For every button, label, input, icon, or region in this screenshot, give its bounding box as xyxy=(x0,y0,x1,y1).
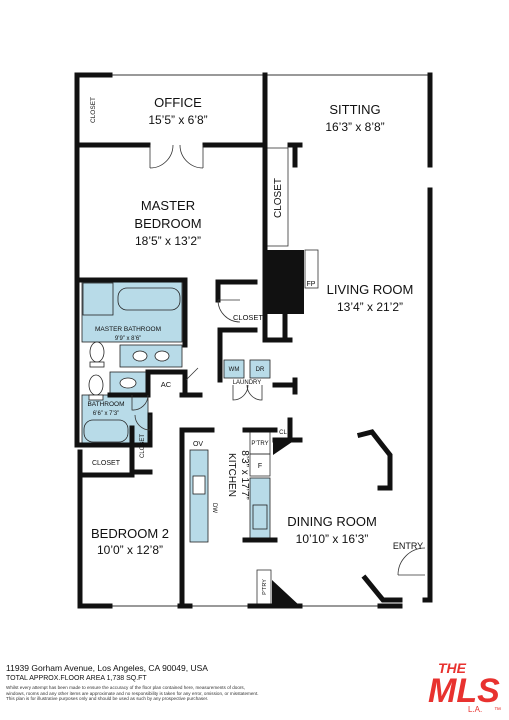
pantry-corner xyxy=(272,580,300,606)
pantry2-label: P’TRY xyxy=(262,579,268,595)
windows xyxy=(110,74,430,607)
disclaimer-line-3: This plan is for illustrative purposes o… xyxy=(6,696,209,702)
master-bedroom-name-2: BEDROOM xyxy=(134,216,201,231)
the-mls-logo: THE MLS L.A. ™ xyxy=(428,660,501,714)
kitchen-dims: 8’3” x 17’7” xyxy=(239,450,250,499)
entry-label: ENTRY xyxy=(393,541,423,551)
bedroom2-dims: 10’0” x 12’8” xyxy=(97,543,163,557)
bath-tub xyxy=(83,419,129,443)
entry-door xyxy=(397,547,426,576)
ac-label: AC xyxy=(161,380,172,389)
logo-mls: MLS xyxy=(428,672,500,710)
kitchen-counter-left xyxy=(189,449,209,543)
disclaimer-line-1: Whilst every attempt has been made to en… xyxy=(6,685,246,690)
door-swings xyxy=(131,144,426,576)
listing-footer: 11939 Gorham Avenue, Los Angeles, CA 900… xyxy=(6,663,406,702)
laundry-label: LAUNDRY xyxy=(233,380,262,386)
office-door-right xyxy=(179,144,204,169)
sitting-closet-label: CLOSET xyxy=(273,178,284,218)
master-shower xyxy=(82,282,114,316)
bathroom-dims: 6’6” x 7’3” xyxy=(93,411,119,417)
office-door-left xyxy=(149,144,174,169)
room-labels: OFFICE 15’5” x 6’8” SITTING 16’3” x 8’8”… xyxy=(87,95,413,557)
closet-sm-door xyxy=(134,414,151,431)
master-toilet xyxy=(89,341,105,363)
bath-toilet xyxy=(88,374,104,396)
vanity-sink-2 xyxy=(154,350,170,362)
wm-label: WM xyxy=(229,367,240,373)
master-bedroom-dims: 18’5” x 13’2” xyxy=(135,234,201,248)
pantry-label: P’TRY xyxy=(251,441,268,447)
dr-label: DR xyxy=(256,367,265,373)
fixture-labels: CLOSET CLOSET FP CLOSET WM DR LAUNDRY AC… xyxy=(90,97,423,595)
sitting-dims: 16’3” x 8’8” xyxy=(325,120,384,134)
office-closet-label: CLOSET xyxy=(90,97,97,123)
vanity-sink-1 xyxy=(132,350,148,362)
master-tub xyxy=(117,287,181,311)
ov-label: OV xyxy=(193,441,203,448)
property-address: 11939 Gorham Avenue, Los Angeles, CA 900… xyxy=(6,663,208,673)
dining-room-dims: 10’10” x 16’3” xyxy=(296,532,369,546)
small-closet-label: CLOSET xyxy=(140,434,146,458)
living-room-name: LIVING ROOM xyxy=(327,282,414,297)
floor-area: TOTAL APPROX.FLOOR AREA 1,738 SQ.FT xyxy=(6,675,147,682)
cl-corner xyxy=(273,440,295,455)
logo-la: L.A. xyxy=(468,705,482,714)
washer xyxy=(223,359,245,379)
master-bedroom-name-1: MASTER xyxy=(141,198,195,213)
walkin-closet-label: CLOSET xyxy=(233,313,263,322)
fp-label: FP xyxy=(307,281,316,288)
dryer xyxy=(249,359,271,379)
dw-label: DW xyxy=(211,503,217,513)
office-dims: 15’5” x 6’8” xyxy=(148,113,207,127)
laundry-door-2 xyxy=(246,384,263,401)
closet-door xyxy=(217,299,241,323)
toilets xyxy=(88,341,105,401)
master-vanity xyxy=(119,344,183,368)
disclaimer-line-2: windows, rooms and any other items are a… xyxy=(6,690,259,696)
fp-hearth xyxy=(304,249,319,289)
ac-door xyxy=(185,367,199,381)
logo-tm: ™ xyxy=(494,707,501,714)
fridge-box xyxy=(249,453,271,477)
sitting-name: SITTING xyxy=(329,102,380,117)
kitchen-name: KITCHEN xyxy=(226,453,237,497)
laundry-door-1 xyxy=(232,384,249,401)
office-name: OFFICE xyxy=(154,95,202,110)
living-room-dims: 13’4” x 21’2” xyxy=(337,300,403,314)
fridge-label: F xyxy=(258,463,262,470)
master-bathroom-dims: 9’9” x 8’6” xyxy=(115,336,141,342)
bedroom2-name: BEDROOM 2 xyxy=(91,526,169,541)
logo-the: THE xyxy=(438,660,467,676)
cl-label: CL xyxy=(279,430,287,436)
kitchen-sink xyxy=(192,475,206,495)
bath-door xyxy=(131,394,149,411)
bathroom-name: BATHROOM xyxy=(87,401,124,408)
bath-sink xyxy=(119,377,137,389)
floor-plan: OFFICE 15’5” x 6’8” SITTING 16’3” x 8’8”… xyxy=(74,72,433,609)
stovetop xyxy=(252,504,268,530)
dining-room-name: DINING ROOM xyxy=(287,514,377,529)
master-bathroom-name: MASTER BATHROOM xyxy=(95,326,161,333)
bedroom2-closet-label: CLOSET xyxy=(92,460,121,467)
